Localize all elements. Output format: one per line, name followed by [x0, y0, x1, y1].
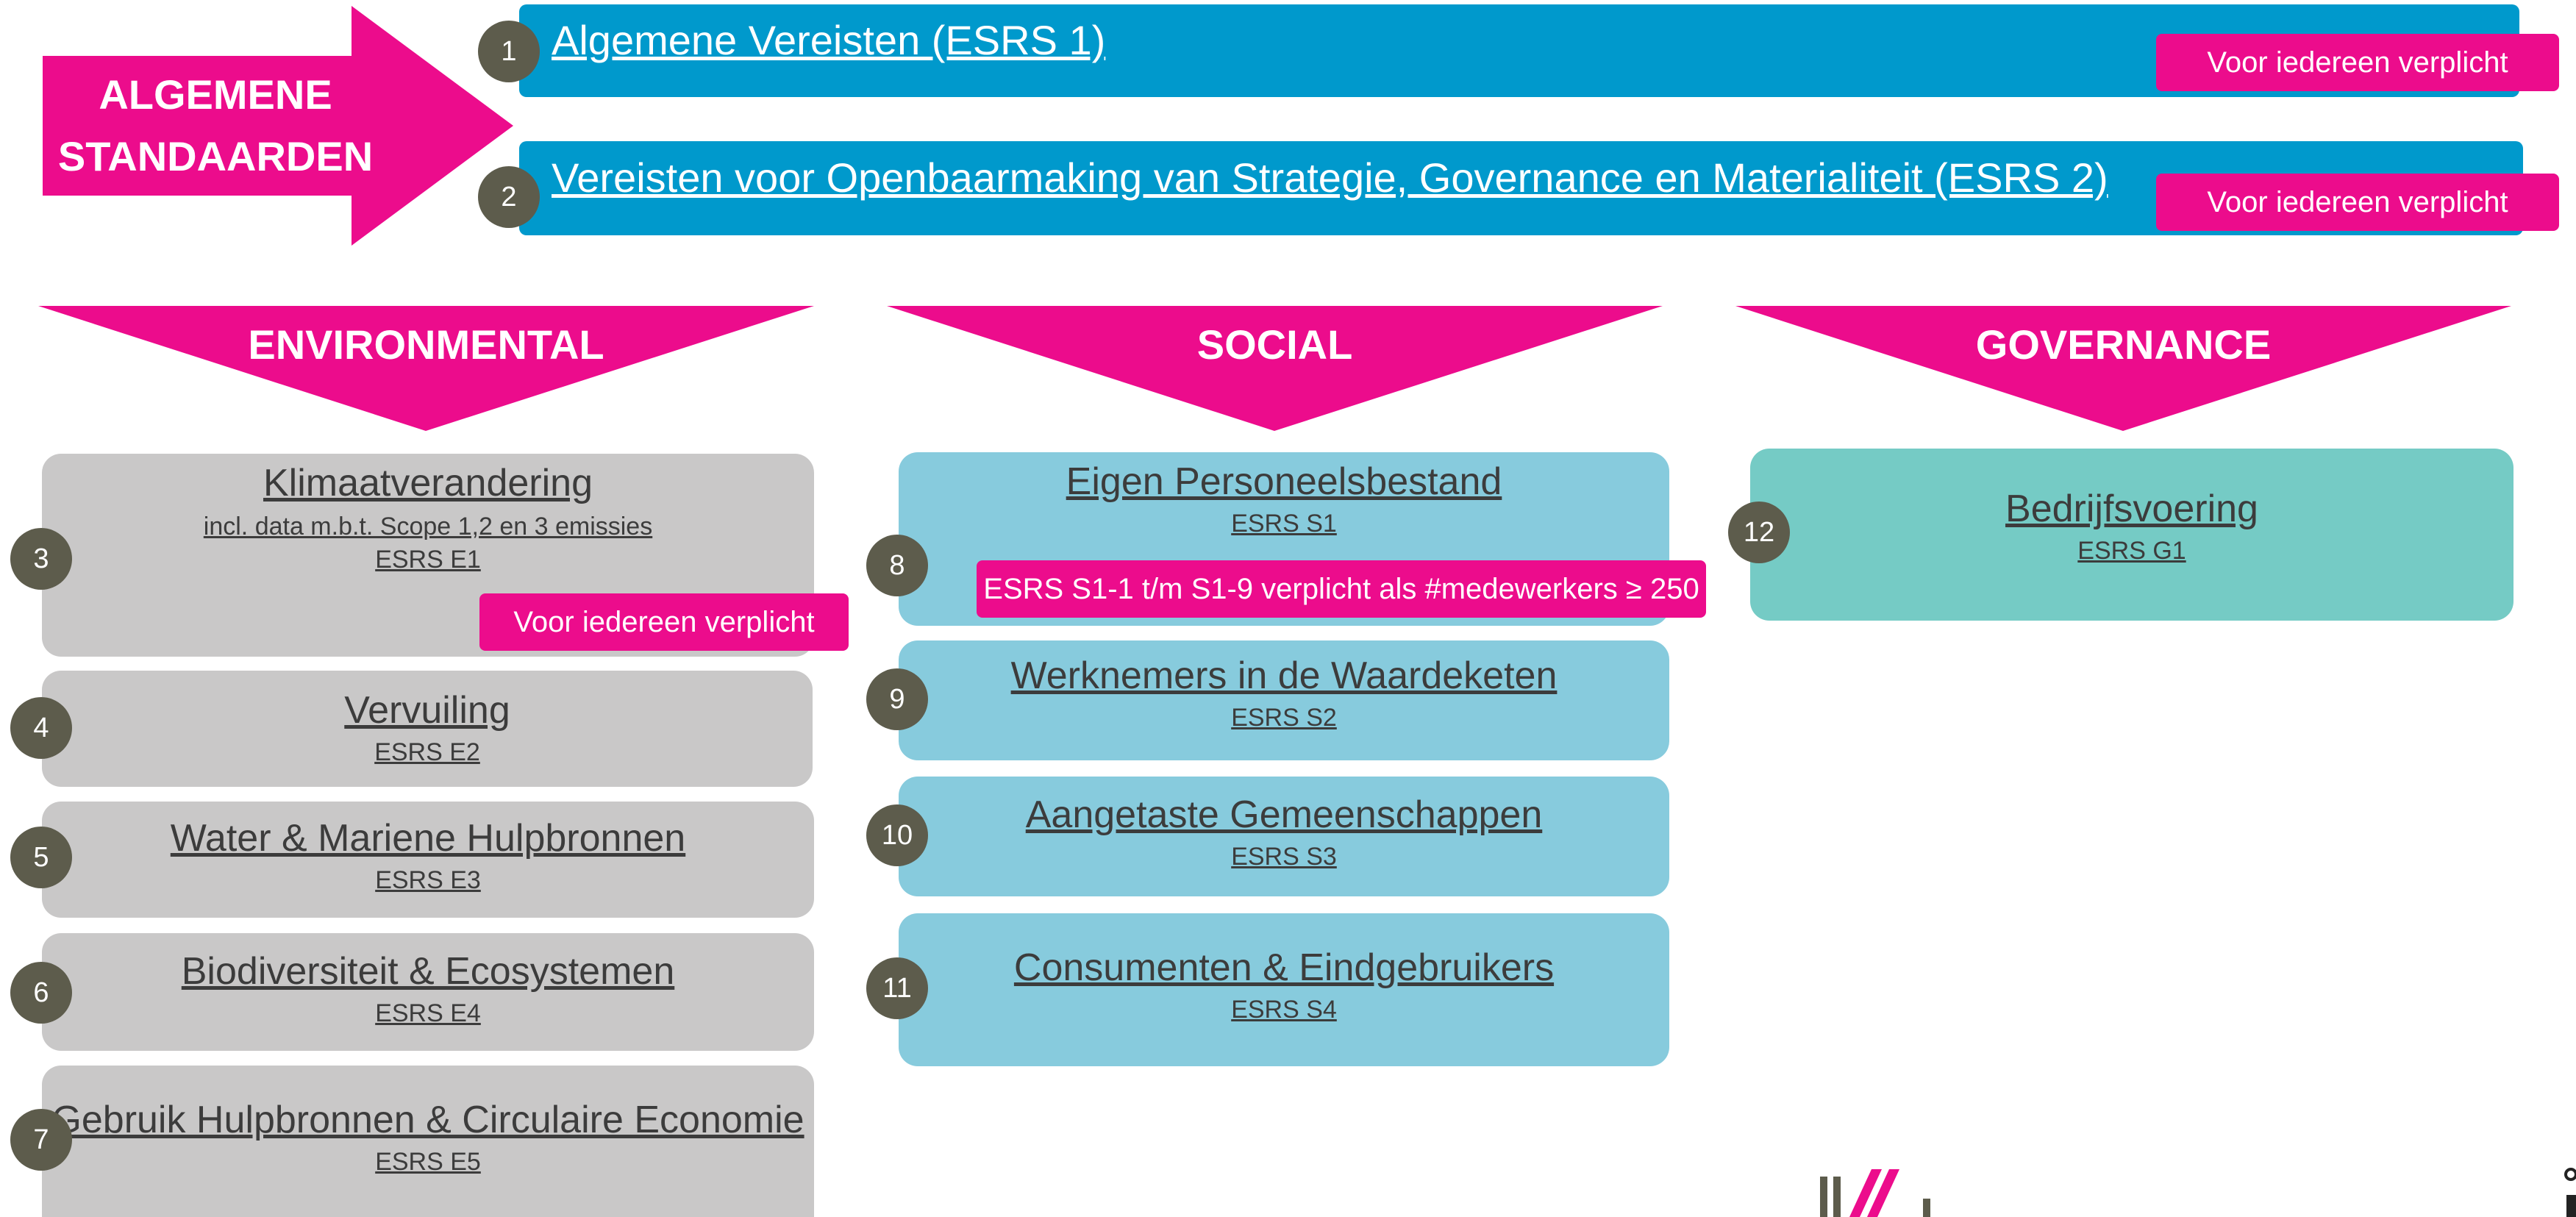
card-werknemers-waardeketen[interactable]: Werknemers in de Waardeketen ESRS S2	[899, 640, 1669, 760]
card-code: ESRS S3	[1231, 843, 1337, 871]
number-badge-7: 7	[10, 1109, 72, 1171]
card-code: ESRS S2	[1231, 704, 1337, 732]
governance-arrow	[1735, 306, 2511, 431]
general-item-2-link[interactable]: Vereisten voor Openbaarmaking van Strate…	[552, 154, 2108, 201]
card-title: Gebruik Hulpbronnen & Circulaire Economi…	[51, 1099, 804, 1141]
mandatory-badge-2: Voor iedereen verplicht	[2156, 174, 2559, 231]
card-title: Klimaatverandering	[263, 462, 593, 504]
number-badge-8: 8	[866, 535, 928, 596]
number-badge-4: 4	[10, 697, 72, 759]
card-aangetaste-gemeenschappen[interactable]: Aangetaste Gemeenschappen ESRS S3	[899, 777, 1669, 896]
number-badge-11: 11	[866, 957, 928, 1019]
card-code: ESRS G1	[2077, 537, 2186, 565]
card-code: ESRS E4	[375, 999, 481, 1027]
threshold-badge-8: ESRS S1-1 t/m S1-9 verplicht als #medewe…	[977, 560, 1706, 618]
number-badge-2: 2	[478, 166, 540, 228]
social-heading: SOCIAL	[1196, 321, 1353, 368]
logo-fragment-icon	[2564, 1168, 2576, 1217]
card-title: Biodiversiteit & Ecosystemen	[181, 950, 675, 993]
card-gebruik-hulpbronnen[interactable]: Gebruik Hulpbronnen & Circulaire Economi…	[42, 1066, 814, 1217]
card-code: ESRS E5	[375, 1148, 481, 1176]
mandatory-badge-3: Voor iedereen verplicht	[479, 593, 849, 651]
logo-mark-icon	[1820, 1169, 1930, 1217]
card-subtitle: incl. data m.b.t. Scope 1,2 en 3 emissie…	[203, 513, 653, 540]
card-bedrijfsvoering[interactable]: Bedrijfsvoering ESRS G1	[1750, 449, 2513, 621]
card-title: Vervuiling	[344, 689, 510, 732]
number-badge-3: 3	[10, 528, 72, 590]
card-code: ESRS E1	[375, 546, 481, 574]
general-standards-arrow	[43, 6, 513, 246]
general-item-1-link[interactable]: Algemene Vereisten (ESRS 1)	[552, 16, 1106, 63]
card-code: ESRS S4	[1231, 996, 1337, 1024]
environmental-heading: ENVIRONMENTAL	[248, 321, 604, 368]
card-consumenten-eindgebruikers[interactable]: Consumenten & Eindgebruikers ESRS S4	[899, 913, 1669, 1066]
number-badge-12: 12	[1728, 502, 1790, 563]
card-title: Eigen Personeelsbestand	[1066, 460, 1502, 503]
environmental-arrow	[38, 306, 814, 431]
card-biodiversiteit-ecosystemen[interactable]: Biodiversiteit & Ecosystemen ESRS E4	[42, 933, 814, 1051]
card-water-mariene-hulpbronnen[interactable]: Water & Mariene Hulpbronnen ESRS E3	[42, 802, 814, 918]
number-badge-6: 6	[10, 962, 72, 1024]
card-code: ESRS E2	[374, 738, 480, 766]
mandatory-badge-1: Voor iedereen verplicht	[2156, 34, 2559, 91]
card-title: Water & Mariene Hulpbronnen	[170, 817, 686, 860]
general-standards-label: ALGEMENE STANDAARDEN	[57, 71, 374, 179]
number-badge-1: 1	[478, 21, 540, 82]
number-badge-5: 5	[10, 827, 72, 888]
number-badge-10: 10	[866, 804, 928, 866]
card-title: Bedrijfsvoering	[2005, 488, 2258, 530]
card-code: ESRS S1	[1231, 510, 1337, 538]
number-badge-9: 9	[866, 668, 928, 730]
social-arrow	[887, 306, 1663, 431]
card-vervuiling[interactable]: Vervuiling ESRS E2	[42, 671, 813, 787]
governance-heading: GOVERNANCE	[1975, 321, 2272, 368]
card-code: ESRS E3	[375, 866, 481, 894]
card-title: Aangetaste Gemeenschappen	[1025, 793, 1543, 836]
card-title: Werknemers in de Waardeketen	[1010, 654, 1558, 697]
card-title: Consumenten & Eindgebruikers	[1013, 946, 1555, 989]
